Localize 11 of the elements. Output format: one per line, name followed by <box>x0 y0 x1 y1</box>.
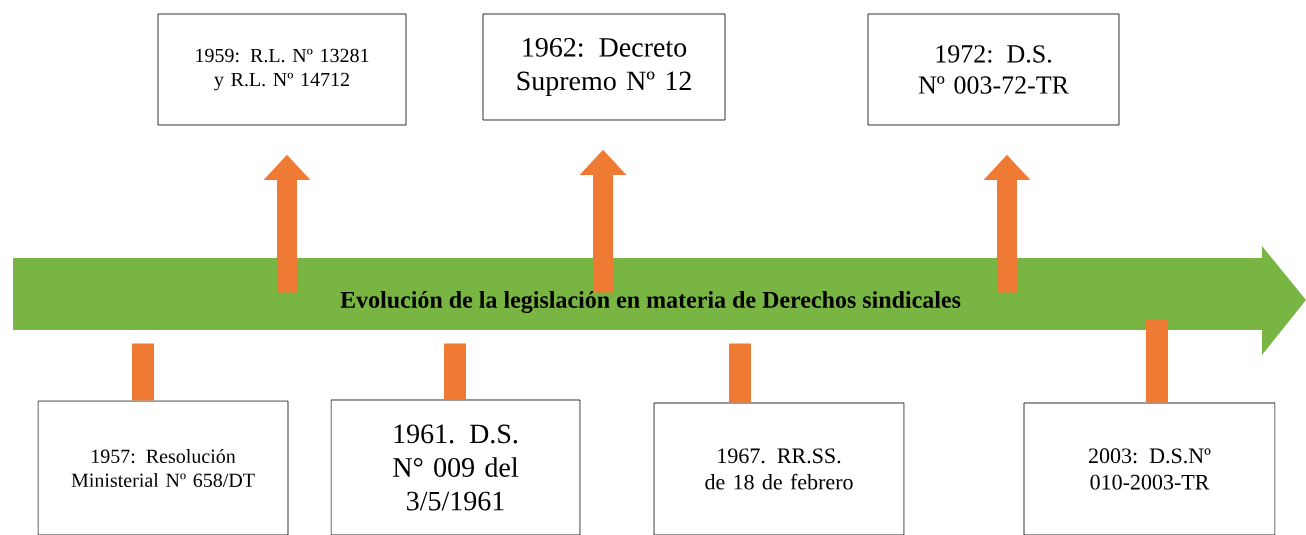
connector-bar <box>729 343 751 403</box>
event-box: 1962: Decreto Supremo Nº 12 <box>482 13 726 121</box>
connector-bar <box>444 343 466 400</box>
event-box: 1961. D.S. N° 009 del 3/5/1961 <box>330 399 581 535</box>
event-box: 1972: D.S. Nº 003-72-TR <box>867 13 1120 126</box>
connector-bar <box>1146 319 1168 403</box>
event-box: 1967. RR.SS. de 18 de febrero <box>653 402 905 535</box>
connector-bar <box>132 343 154 401</box>
event-box: 1957: Resolución Ministerial Nº 658/DT <box>37 400 289 535</box>
event-box: 2003: D.S.Nº 010-2003-TR <box>1023 402 1276 535</box>
event-box: 1959: R.L. Nº 13281 y R.L. Nº 14712 <box>157 13 407 126</box>
